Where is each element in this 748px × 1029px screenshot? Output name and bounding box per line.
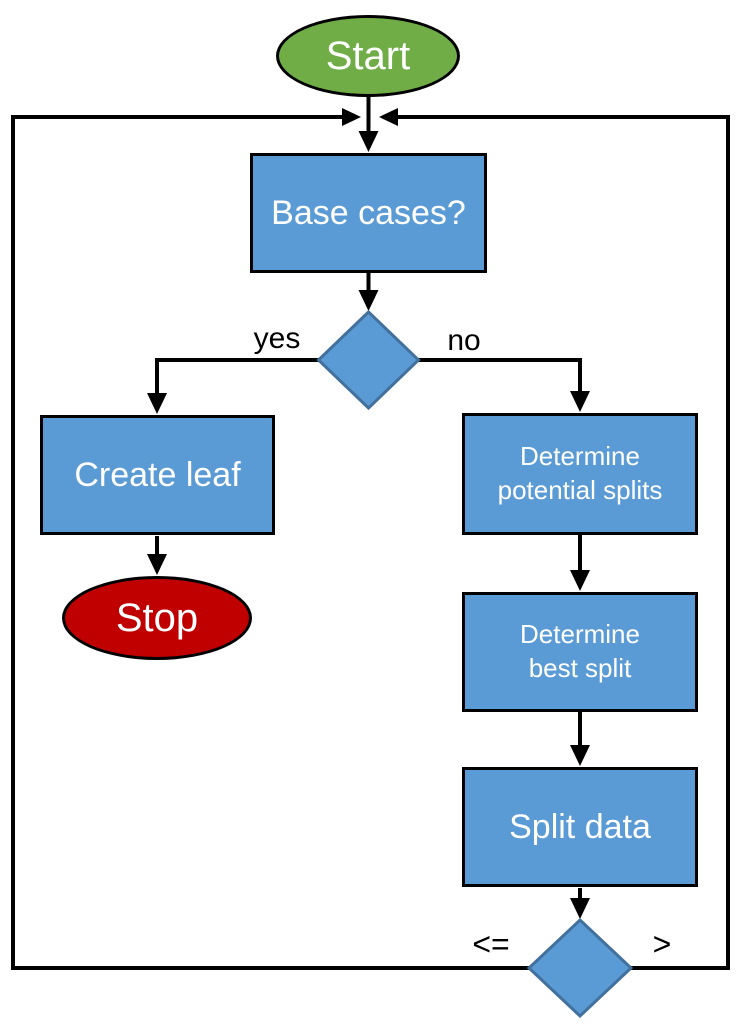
node-create-leaf: Create leaf — [40, 415, 275, 535]
node-determine-potential-splits: Determine potential splits — [462, 413, 698, 535]
loop-right-arrowhead-icon — [379, 108, 398, 126]
node-start: Start — [276, 15, 460, 97]
node-base-cases: Base cases? — [250, 153, 487, 273]
edge-dbs-splitdata-arrowhead-icon — [570, 745, 590, 766]
edge-no-line — [418, 358, 582, 393]
edge-dps-dbs-arrowhead-icon — [570, 570, 590, 591]
node-determine-best-split: Determine best split — [462, 592, 698, 712]
edge-label-yes: yes — [253, 322, 301, 355]
loop-right-line — [397, 115, 730, 970]
edge-start-basecases-arrowhead-icon — [358, 131, 379, 152]
edge-splitdata-decision-arrowhead-icon — [570, 898, 590, 919]
edge-label-less-equal: <= — [472, 926, 510, 962]
edge-label-no: no — [447, 324, 481, 357]
loop-left-arrowhead-icon — [342, 108, 361, 126]
edge-createleaf-stop-arrowhead-icon — [147, 554, 167, 575]
edge-yes-line — [155, 358, 319, 395]
edge-yes-arrowhead-icon — [147, 393, 167, 414]
node-stop: Stop — [62, 576, 252, 660]
loop-left-line — [11, 115, 529, 970]
decision-base-cases-diamond — [316, 309, 421, 411]
edge-label-greater: > — [652, 926, 672, 962]
edge-no-arrowhead-icon — [570, 391, 590, 412]
edge-basecases-decision-arrowhead-icon — [358, 290, 379, 311]
node-split-data: Split data — [462, 767, 698, 887]
decision-split-diamond — [526, 917, 634, 1019]
